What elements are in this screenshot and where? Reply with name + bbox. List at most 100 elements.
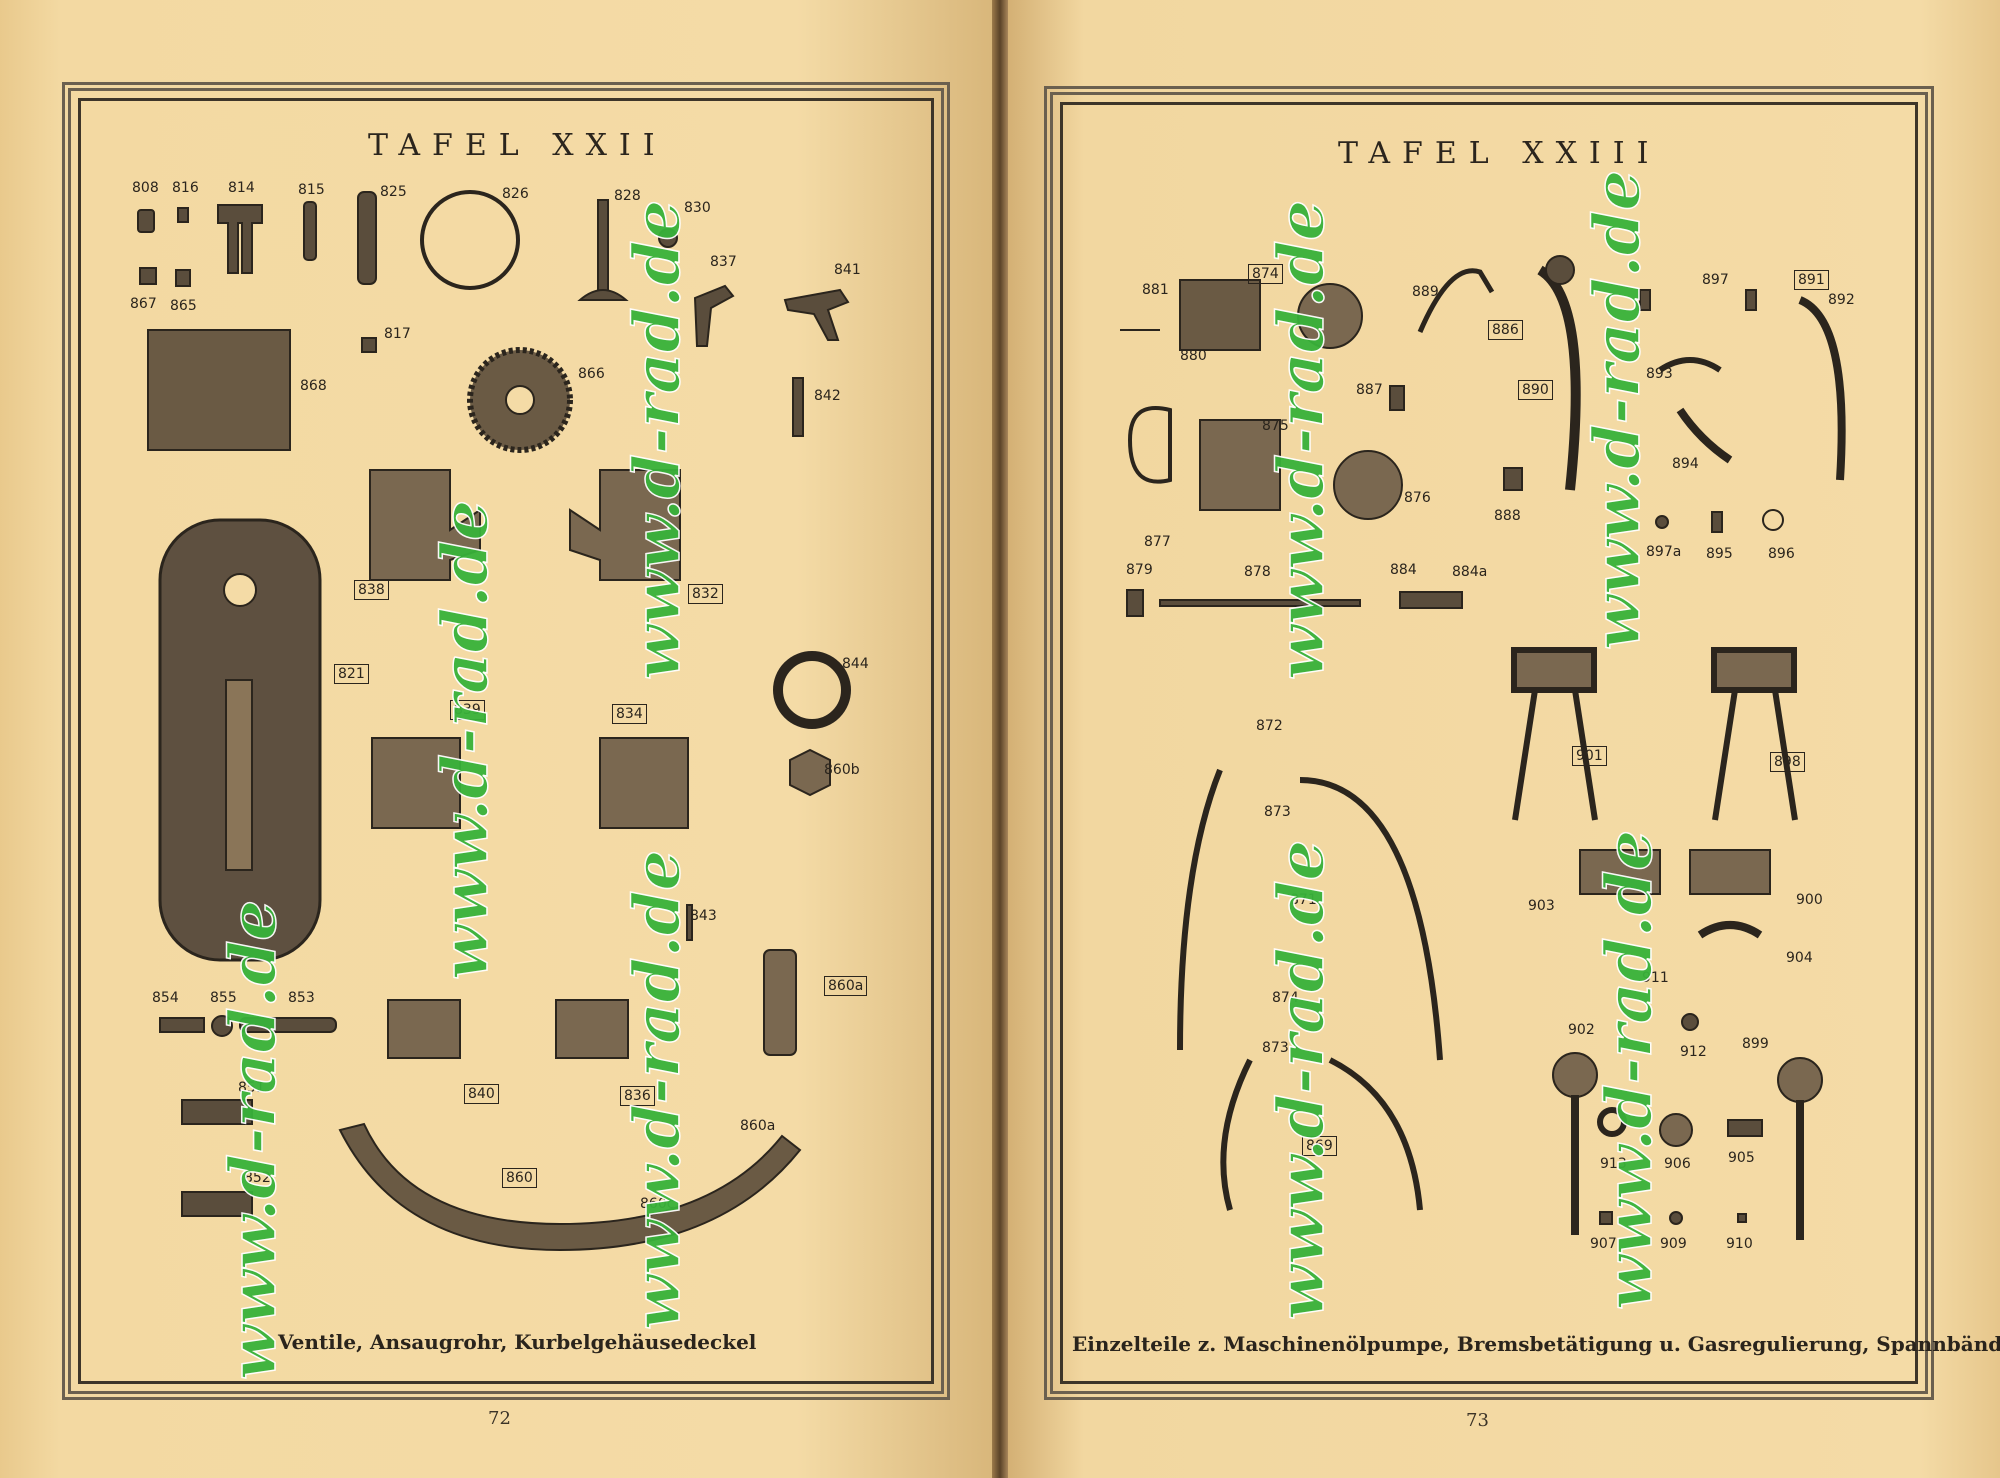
part-label: 828 [614, 188, 641, 204]
part-label: 904 [1786, 950, 1813, 966]
part-label: 817 [384, 326, 411, 342]
part-label: 854 [152, 990, 179, 1006]
part-label: 869 [1302, 1136, 1337, 1156]
part-label: 902 [1568, 1022, 1595, 1038]
right-page [1004, 0, 2000, 1478]
part-label: 873 [1264, 804, 1291, 820]
part-label: 832 [688, 584, 723, 604]
part-label: 893 [1646, 366, 1673, 382]
part-label: 874 [1248, 264, 1283, 284]
part-label: 910 [1726, 1236, 1753, 1252]
part-label: 816 [172, 180, 199, 196]
part-label: 889 [1412, 284, 1439, 300]
part-label: 821 [334, 664, 369, 684]
part-label: 814 [228, 180, 255, 196]
part-label: 897 [1702, 272, 1729, 288]
part-label: 895 [1706, 546, 1733, 562]
part-label: 838 [354, 580, 389, 600]
part-label: 842 [814, 388, 841, 404]
part-label: 844 [842, 656, 869, 672]
part-label: 873 [1262, 1040, 1289, 1056]
part-label: 896 [1768, 546, 1795, 562]
right-plate-title: TAFEL XXIII [1338, 136, 1661, 171]
left-plate-caption: Ventile, Ansaugrohr, Kurbelgehäusedeckel [278, 1330, 757, 1354]
part-label: 866 [578, 366, 605, 382]
left-plate-inner-frame [78, 98, 934, 1384]
watermark: www.d-rad.de [215, 899, 292, 1381]
part-label: 877 [1144, 534, 1171, 550]
part-label: 899 [1742, 1036, 1769, 1052]
part-label: 872 [1256, 718, 1283, 734]
left-plate-frame [62, 82, 950, 1400]
part-label: 888 [1494, 508, 1521, 524]
part-label: 871 [1290, 892, 1317, 908]
part-label: 853 [288, 990, 315, 1006]
part-label: 894 [1672, 456, 1699, 472]
part-label: 830 [684, 200, 711, 216]
part-label: 836 [620, 1086, 655, 1106]
part-label: 876 [1404, 490, 1431, 506]
watermark: www.d-rad.de [427, 499, 504, 981]
part-label: 897a [1646, 544, 1682, 560]
part-label: 901 [1572, 746, 1607, 766]
part-label: 860b [824, 762, 860, 778]
watermark: www.d-rad.de [619, 199, 696, 681]
part-label: 860a [824, 976, 868, 996]
part-label: 891 [1794, 270, 1829, 290]
part-label: 860 [502, 1168, 537, 1188]
part-label: 879 [1126, 562, 1153, 578]
part-label: 881 [1142, 282, 1169, 298]
part-label: 886 [1488, 320, 1523, 340]
book-gutter [992, 0, 1008, 1478]
part-label: 868 [300, 378, 327, 394]
part-label: 867 [130, 296, 157, 312]
part-label: 905 [1728, 1150, 1755, 1166]
part-label: 860a [740, 1118, 776, 1134]
part-label: 851 [238, 1080, 265, 1096]
part-label: 880 [1180, 348, 1207, 364]
part-label: 912 [1680, 1044, 1707, 1060]
left-plate-title: TAFEL XXII [368, 128, 667, 163]
watermark: www.d-rad.de [619, 849, 696, 1331]
part-label: 903 [1528, 898, 1555, 914]
part-label: 825 [380, 184, 407, 200]
part-label: 911 [1642, 970, 1669, 986]
part-label: 906 [1664, 1156, 1691, 1172]
part-label: 892 [1828, 292, 1855, 308]
part-label: 913 [1600, 1156, 1627, 1172]
part-label: 909 [1660, 1236, 1687, 1252]
watermark: www.d-rad.de [1579, 169, 1656, 651]
part-label: 839 [450, 700, 485, 720]
part-label: 852 [244, 1170, 271, 1186]
part-label: 887 [1356, 382, 1383, 398]
right-plate-inner-frame [1060, 102, 1918, 1384]
part-label: 840 [464, 1084, 499, 1104]
part-label: 843 [690, 908, 717, 924]
part-label: 900 [1796, 892, 1823, 908]
part-label: 878 [1244, 564, 1271, 580]
part-label: 815 [298, 182, 325, 198]
part-label: 826 [502, 186, 529, 202]
left-page-number: 72 [488, 1408, 511, 1429]
part-label: 898 [1770, 752, 1805, 772]
part-label: 874 [1272, 990, 1299, 1006]
part-label: 860c [640, 1196, 675, 1212]
right-plate-frame [1044, 86, 1934, 1400]
part-label: 907 [1590, 1236, 1617, 1252]
part-label: 884a [1452, 564, 1488, 580]
part-label: 834 [612, 704, 647, 724]
watermark: www.d-rad.de [1263, 839, 1340, 1321]
watermark: www.d-rad.de [1263, 199, 1340, 681]
part-label: 855 [210, 990, 237, 1006]
watermark: www.d-rad.de [1591, 829, 1668, 1311]
part-label: 837 [710, 254, 737, 270]
part-label: 890 [1518, 380, 1553, 400]
part-label: 841 [834, 262, 861, 278]
part-label: 875 [1262, 418, 1289, 434]
right-page-number: 73 [1466, 1410, 1489, 1431]
part-label: 865 [170, 298, 197, 314]
right-plate-caption: Einzelteile z. Maschinenölpumpe, Bremsbe… [1072, 1332, 2000, 1356]
part-label: 884 [1390, 562, 1417, 578]
part-label: 808 [132, 180, 159, 196]
